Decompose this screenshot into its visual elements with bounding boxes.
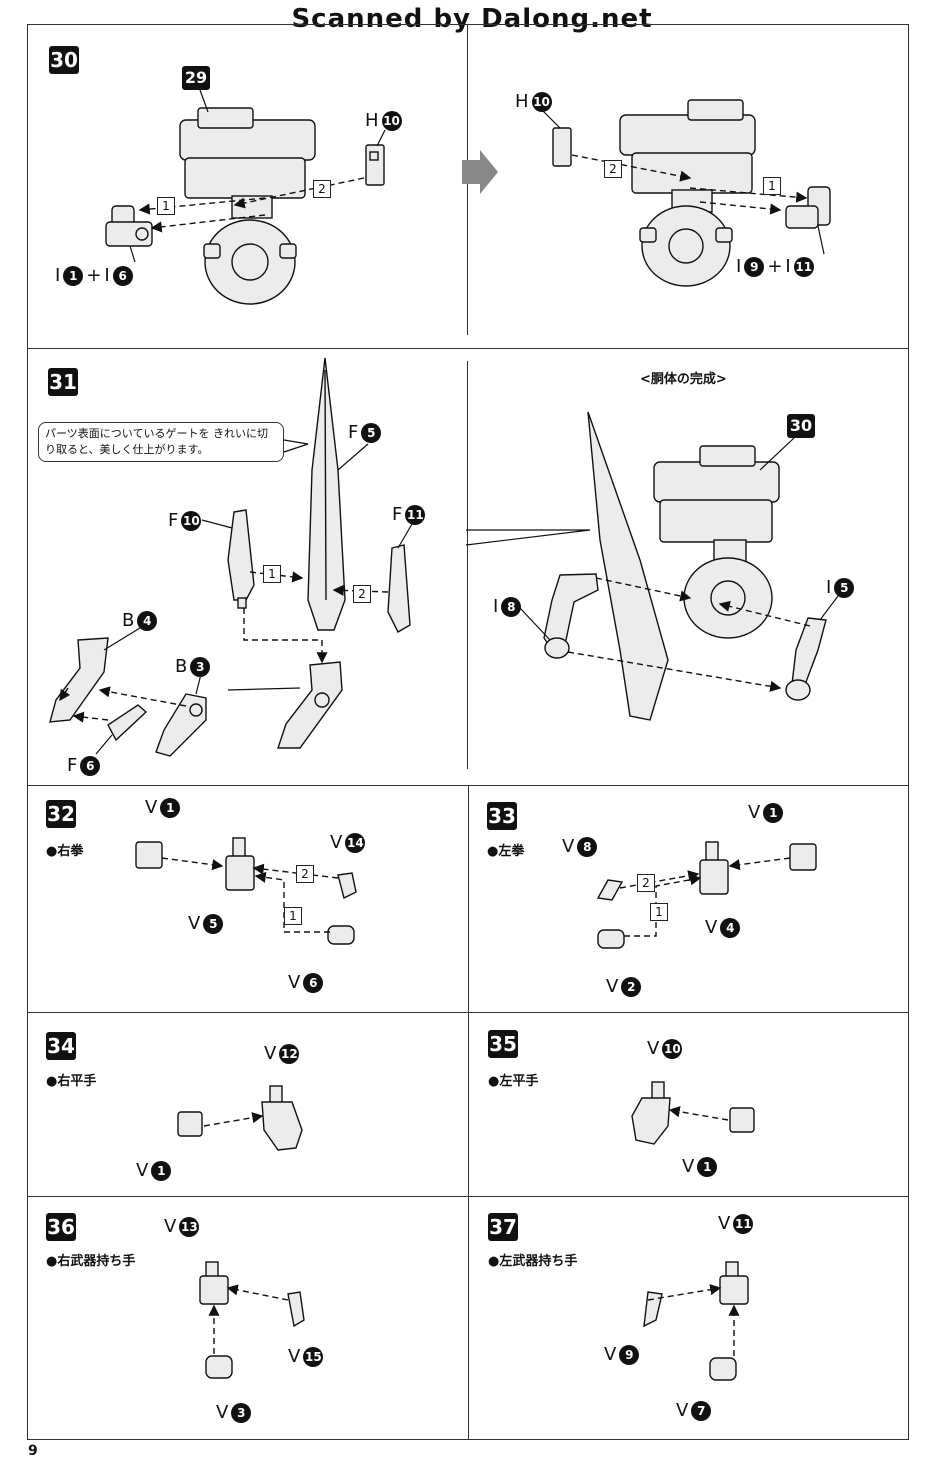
step35-parts bbox=[631, 1081, 755, 1145]
step30-arrow-order-1b: 1 bbox=[763, 177, 781, 195]
step30-right-torso bbox=[619, 99, 756, 287]
step-34-number: 34 bbox=[46, 1032, 76, 1060]
step-37-subtitle: ●左武器持ち手 bbox=[488, 1254, 578, 1269]
step32-arrow-order-2: 2 bbox=[296, 865, 314, 883]
step31-part-i5 bbox=[785, 617, 827, 701]
step31-part-f11 bbox=[387, 544, 411, 633]
step30-left-torso bbox=[179, 107, 316, 305]
step-33-number: 33 bbox=[487, 802, 517, 830]
step-32-number: 32 bbox=[46, 800, 76, 828]
step-34-subtitle: ●右平手 bbox=[46, 1074, 97, 1089]
step-30-reference: 30 bbox=[787, 414, 815, 438]
step31-part-f10 bbox=[227, 509, 255, 609]
step30-proceed-arrow bbox=[462, 150, 498, 194]
body-complete-caption: <胴体の完成> bbox=[640, 372, 727, 387]
divider-v-step31 bbox=[467, 361, 468, 769]
step-33-subtitle: ●左拳 bbox=[487, 844, 525, 859]
gate-trimming-note: パーツ表面についているゲートを きれいに切り取ると、美しく仕上がります。 bbox=[38, 422, 284, 462]
step31-blade-f5 bbox=[307, 357, 346, 631]
step32-parts bbox=[135, 837, 357, 945]
step-36-number: 36 bbox=[46, 1213, 76, 1241]
step31-part-b4 bbox=[49, 637, 109, 723]
step30-right-part-h10 bbox=[552, 127, 572, 167]
step30-arrow-order-2a: 2 bbox=[313, 180, 331, 198]
step-31-number: 31 bbox=[48, 368, 78, 396]
step34-parts bbox=[177, 1085, 303, 1151]
step30-arrow-order-2b: 2 bbox=[604, 160, 622, 178]
step31-arrow-order-1: 1 bbox=[263, 565, 281, 583]
step-35-subtitle: ●左平手 bbox=[488, 1074, 539, 1089]
step30-left-part-h10 bbox=[365, 144, 385, 186]
step30-right-part-i9-i11 bbox=[785, 186, 831, 229]
step31-part-f6 bbox=[107, 704, 148, 742]
step30-arrow-order-1a: 1 bbox=[157, 197, 175, 215]
step30-left-part-i1-i6 bbox=[105, 205, 153, 247]
step31-arrow-order-2: 2 bbox=[353, 585, 371, 603]
step32-arrow-order-1: 1 bbox=[284, 907, 302, 925]
step-30-number: 30 bbox=[49, 46, 79, 74]
scan-header: Scanned by Dalong.net bbox=[291, 4, 653, 34]
step31-assembled-arm bbox=[277, 661, 343, 749]
step-35-number: 35 bbox=[488, 1030, 518, 1058]
step-37-number: 37 bbox=[488, 1213, 518, 1241]
step33-arrow-order-1: 1 bbox=[650, 903, 668, 921]
step-29-reference: 29 bbox=[182, 66, 210, 90]
page-number: 9 bbox=[28, 1443, 38, 1459]
step31-completed-blade bbox=[587, 411, 669, 721]
step-36-subtitle: ●右武器持ち手 bbox=[46, 1254, 136, 1269]
divider-h1 bbox=[27, 348, 909, 349]
step31-part-i8 bbox=[543, 573, 599, 659]
step37-parts bbox=[643, 1261, 749, 1381]
step31-part-b3 bbox=[155, 693, 207, 757]
step31-completed-torso bbox=[653, 445, 780, 639]
step-32-subtitle: ●右拳 bbox=[46, 844, 84, 859]
divider-v-lower bbox=[468, 785, 469, 1440]
step33-parts bbox=[596, 841, 817, 949]
step33-arrow-order-2: 2 bbox=[637, 874, 655, 892]
